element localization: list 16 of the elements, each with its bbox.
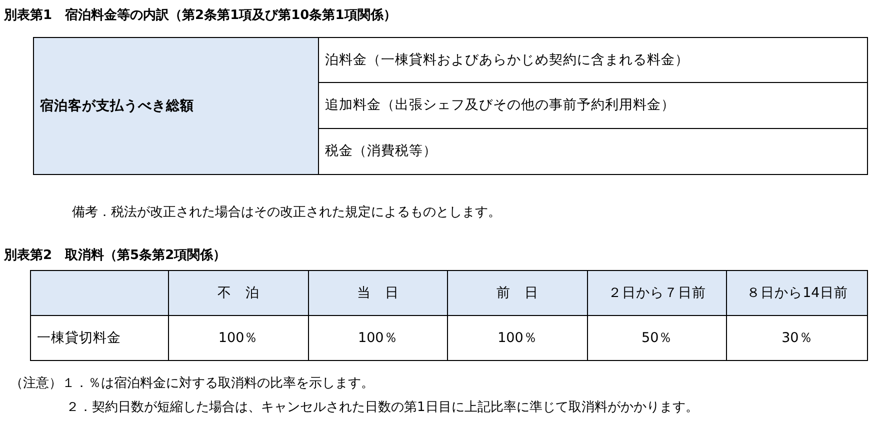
remark-text: 備考．税法が改正された場合はその改正された規定によるものとします。 (72, 204, 501, 221)
column-header: ８日から14日前 (727, 271, 867, 316)
table-cell: 100％ (448, 316, 588, 360)
table-cell: 50％ (588, 316, 728, 360)
table-cell: 100％ (308, 316, 448, 360)
table-title: 別表第2 取消料（第5条第2項関係） (4, 247, 226, 264)
row-header: 一棟貸切料金 (31, 316, 169, 360)
table-cell: 100％ (169, 316, 309, 360)
row-header: 宿泊客が支払うべき総額 (34, 38, 319, 174)
note-text: （注意）１．％は宿泊料金に対する取消料の比率を示します。 (10, 375, 374, 392)
note-text: ２．契約日数が短縮した場合は、キャンセルされた日数の第1日目に上記比率に準じて取消料がかかります。 (66, 399, 698, 416)
column-header: 当 日 (308, 271, 448, 316)
table-title: 別表第1 宿泊料金等の内訳（第2条第1項及び第10条第1項関係） (4, 6, 396, 24)
column-header: 前 日 (448, 271, 588, 316)
column-header: ２日から７日前 (588, 271, 728, 316)
column-header: 不 泊 (169, 271, 309, 316)
